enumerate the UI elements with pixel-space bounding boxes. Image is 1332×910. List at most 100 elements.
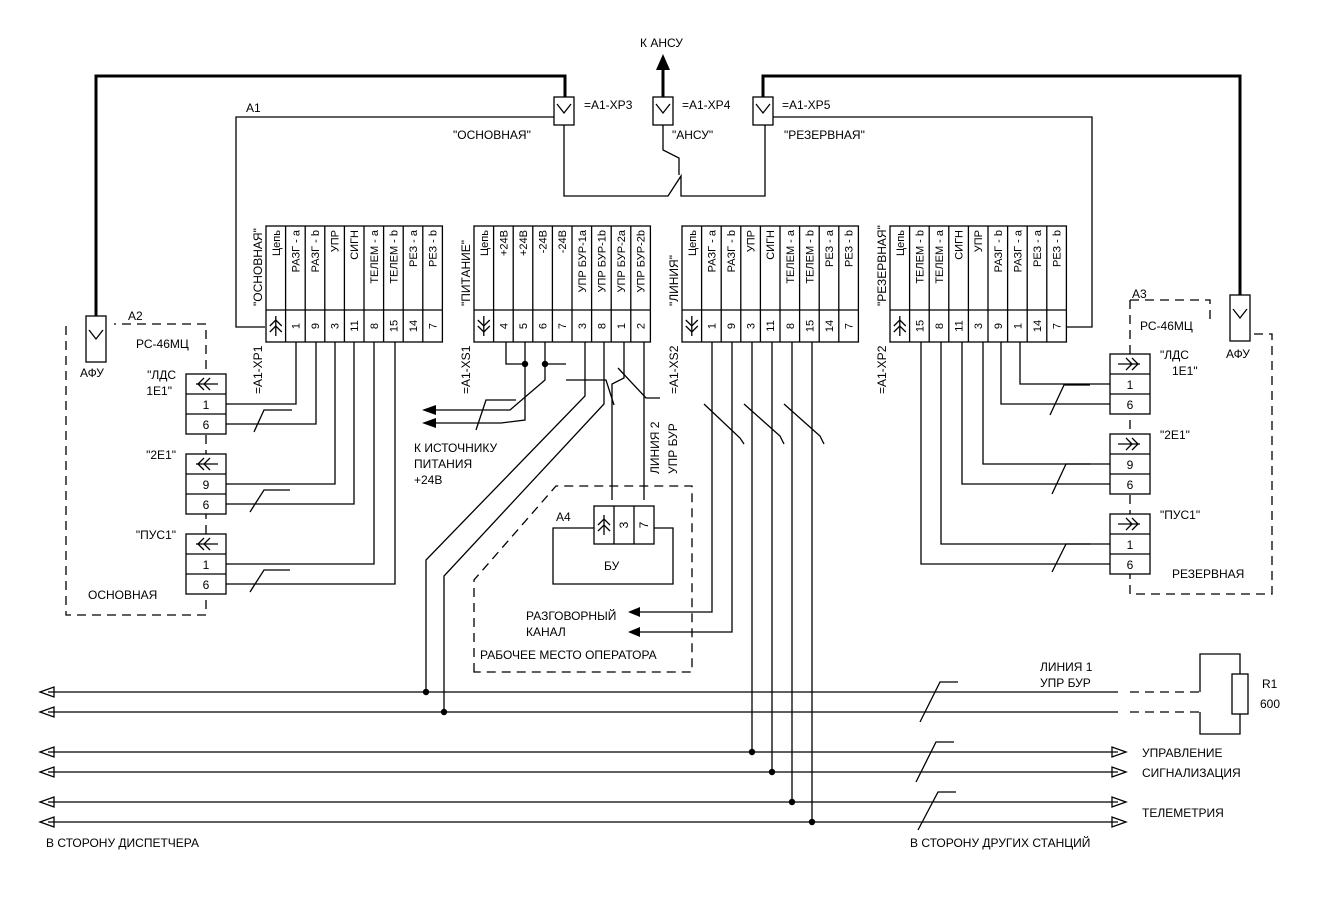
- conn_xp2-pin-3: 3: [973, 323, 985, 329]
- a2-model: РС-46МЦ: [136, 337, 189, 351]
- a3-afu-label: АФУ: [1226, 347, 1250, 361]
- a2-footer: ОСНОВНАЯ: [88, 588, 157, 602]
- conn_xp2-label-0: Цепь: [895, 230, 907, 256]
- conn_xs2-pin-14: 14: [824, 320, 836, 332]
- conn_xs2-ref: =A1-XS2: [667, 345, 681, 394]
- a2-pin-1-1: 6: [203, 498, 210, 512]
- conn_xs2-label-2: РАЗГ - b: [726, 230, 738, 272]
- conn_xs1-title: "ПИТАНИЕ": [459, 240, 473, 306]
- a2-label: A2: [128, 309, 143, 323]
- conn_xs1-pin-2: 2: [636, 323, 648, 329]
- a3-pin-1-1: 6: [1127, 478, 1134, 492]
- conn_xs1-label-3: -24В: [538, 230, 550, 253]
- a3-pin-0-1: 6: [1127, 398, 1134, 412]
- a2-afu-label: АФУ: [80, 366, 104, 380]
- conn_xp2-label-6: РАЗГ - a: [1012, 229, 1024, 272]
- a4-plug-icon: [597, 515, 611, 535]
- conn_xp2-pin-9: 9: [993, 323, 1005, 329]
- ansu-arrow-label: К АНСУ: [640, 36, 683, 50]
- conn_xp2-label-7: РЕЗ - a: [1032, 229, 1044, 267]
- a1-label: A1: [246, 101, 261, 115]
- to-stations-label: В СТОРОНУ ДРУГИХ СТАНЦИЙ: [910, 835, 1090, 850]
- a2-terminal-1: 96"2Е1": [146, 448, 227, 515]
- conn_xp2-label-2: ТЕЛЕМ - a: [934, 229, 946, 284]
- conn_xs2-label-3: УПР: [746, 230, 758, 252]
- conn_xs2-frame: [681, 225, 860, 343]
- a2-pin-2-1: 6: [203, 578, 210, 592]
- conn_xs1-pin-5: 5: [518, 323, 530, 329]
- conn_xs1-pin-1: 1: [616, 323, 628, 329]
- conn_xp1-label-0: Цепь: [271, 230, 283, 256]
- conn_xs2-label-0: Цепь: [687, 230, 699, 256]
- a2-socket-icon-0: [196, 377, 218, 391]
- conn_xp2-label-8: РЕЗ - b: [1052, 230, 1064, 267]
- a3-pin-0-0: 1: [1127, 378, 1134, 392]
- antenna-feeders: [94, 54, 1242, 318]
- power-label-3: +24В: [414, 473, 442, 487]
- a3-terminal-2: 16"ПУС1": [1109, 508, 1200, 575]
- conn_xp2-label-5: РАЗГ - b: [993, 230, 1005, 272]
- a2-outline: [65, 323, 207, 616]
- conn_xp2-pin-15: 15: [914, 320, 926, 332]
- conn_xp1-pin-11: 11: [349, 320, 361, 331]
- connector-xs2: Цепь РАЗГ - a РАЗГ - b УПР СИГН ТЕЛЕМ - a ТЕЛЕ…: [667, 225, 860, 394]
- conn_xp2-pin-11: 11: [954, 320, 966, 331]
- conn_xs2-label-6: ТЕЛЕМ - b: [804, 230, 816, 284]
- conn_xp1-pin-8: 8: [369, 323, 381, 329]
- conn_xs1-frame: [473, 225, 652, 343]
- conn_xs2-label-5: ТЕЛЕМ - a: [785, 229, 797, 284]
- conn_xs2-label-7: РЕЗ - a: [824, 229, 836, 267]
- conn_xs1-pin-7: 7: [557, 323, 569, 329]
- conn_xs2-label-4: СИГН: [765, 230, 777, 260]
- a3-afu-icon: [1229, 294, 1251, 342]
- conn_xs1-pin-6: 6: [538, 323, 550, 329]
- to-dispatcher-label: В СТОРОНУ ДИСПЕТЧЕРА: [46, 836, 199, 850]
- a2-socket-icon-1: [196, 457, 218, 471]
- conn_xs1-label-6: УПР БУР-1b: [596, 230, 608, 292]
- bus-telemetry-label: ТЕЛЕМЕТРИЯ: [1142, 806, 1224, 820]
- conn_xs1-label-7: УПР БУР-2a: [616, 229, 628, 292]
- conn_xs2-label-8: РЕЗ - b: [844, 230, 856, 267]
- a4-body: [552, 527, 674, 585]
- line2-label-2: УПР БУР: [666, 423, 680, 474]
- conn_xp1-ref: =A1-XP1: [251, 345, 265, 394]
- a4-name: БУ: [604, 559, 620, 573]
- conn_xp1-pin-7: 7: [428, 323, 440, 329]
- conn_xp2-label-1: ТЕЛЕМ - b: [914, 230, 926, 284]
- voice-channel-2: КАНАЛ: [526, 625, 566, 639]
- conn_xs1-label-8: УПР БУР-2b: [636, 230, 648, 292]
- a3-socket-icon-0: [1118, 357, 1140, 371]
- conn_xs1-label-5: УПР БУР-1a: [577, 229, 589, 292]
- rezervnaya-feeder-label: "РЕЗЕРВНАЯ": [784, 128, 865, 142]
- conn_xs1-label-0: Цепь: [479, 230, 491, 256]
- conn_xs2-pin-1: 1: [706, 323, 718, 329]
- conn_xp1-label-2: РАЗГ - b: [310, 230, 322, 272]
- conn_xp1-pin-9: 9: [310, 323, 322, 329]
- power-label-2: ПИТАНИЯ: [414, 457, 472, 471]
- a2-pin-1-0: 9: [203, 478, 210, 492]
- conn_xs1-pin-3: 3: [577, 323, 589, 329]
- a3-label: A3: [1132, 287, 1147, 301]
- conn_xs2-label-1: РАЗГ - a: [706, 229, 718, 272]
- r1-value: 600: [1260, 697, 1280, 711]
- power-wires: [422, 342, 566, 431]
- xp5-label: =A1-XP5: [782, 98, 831, 112]
- conn_xs2-plug-icon: [685, 316, 699, 336]
- a3-group-name2-0: 1Е1": [1172, 364, 1198, 378]
- conn_xp2-frame: [889, 225, 1068, 343]
- a2-group-name-2: "ПУС1": [136, 528, 176, 542]
- conn_xs1-ref: =A1-XS1: [459, 345, 473, 394]
- conn_xp1-plug-icon: [269, 316, 283, 336]
- conn_xp1-label-1: РАЗГ - a: [290, 229, 302, 272]
- line1-label-2: УПР БУР: [1040, 676, 1091, 690]
- a2-group-name2-0: 1Е1": [146, 384, 172, 398]
- a1-outline: [235, 116, 565, 328]
- wires-xp1-a2: [226, 342, 396, 593]
- conn_xp1-label-5: ТЕЛЕМ - a: [369, 229, 381, 284]
- r1-ref: R1: [1262, 677, 1278, 691]
- voice-channel-1: РАЗГОВОРНЫЙ: [526, 608, 616, 623]
- conn_xp1-pin-15: 15: [388, 320, 400, 332]
